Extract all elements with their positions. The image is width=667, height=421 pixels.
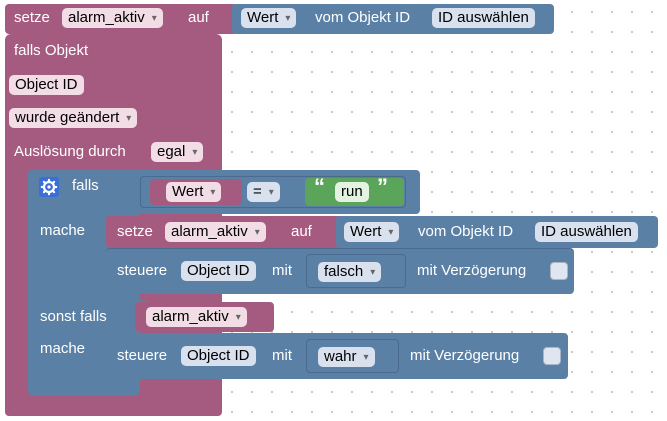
delay-label-2: mit Verzögerung bbox=[410, 347, 520, 364]
mit-label-2: mit bbox=[272, 347, 292, 364]
mache-label-1: mache bbox=[40, 222, 86, 239]
quote-open: “ bbox=[314, 174, 325, 199]
inner-setze-label: setze bbox=[117, 223, 153, 240]
bool-false-dropdown[interactable]: falsch bbox=[318, 262, 382, 282]
compare-field-dropdown[interactable]: Wert bbox=[166, 182, 222, 202]
trigger-block-bottom-bar bbox=[5, 400, 222, 416]
setze-label: setze bbox=[14, 9, 50, 26]
delay-label-1: mit Verzögerung bbox=[417, 262, 527, 279]
trigger-dropdown[interactable]: egal bbox=[151, 142, 204, 162]
elseif-condition-row bbox=[28, 300, 148, 330]
if-label: falls bbox=[72, 177, 99, 194]
mit-label-1: mit bbox=[272, 262, 292, 279]
delay-checkbox-1[interactable] bbox=[550, 262, 568, 280]
inner-auf-label: auf bbox=[291, 223, 312, 240]
inner-select-id-field[interactable]: ID auswählen bbox=[535, 222, 638, 242]
string-input[interactable]: run bbox=[335, 182, 369, 202]
steuere-label-1: steuere bbox=[117, 262, 168, 279]
trigger-label: Auslösung durch bbox=[14, 143, 126, 160]
control-object-id-1[interactable]: Object ID bbox=[181, 261, 256, 281]
bool-true-dropdown[interactable]: wahr bbox=[318, 347, 375, 367]
elseif-label: sonst falls bbox=[40, 308, 107, 325]
gear-icon[interactable] bbox=[39, 177, 59, 197]
falls-objekt-label: falls Objekt bbox=[14, 42, 89, 59]
control-object-id-2[interactable]: Object ID bbox=[181, 346, 256, 366]
variable-dropdown[interactable]: alarm_aktiv bbox=[62, 8, 163, 28]
auf-label: auf bbox=[188, 9, 209, 26]
mache-label-2: mache bbox=[40, 340, 86, 357]
quote-close: ” bbox=[377, 174, 388, 199]
steuere-label-2: steuere bbox=[117, 347, 168, 364]
value-field-dropdown[interactable]: Wert bbox=[241, 8, 297, 28]
operator-dropdown[interactable]: = bbox=[247, 182, 280, 202]
object-id-field[interactable]: Object ID bbox=[9, 75, 84, 95]
change-mode-dropdown[interactable]: wurde geändert bbox=[9, 108, 138, 128]
elseif-variable-dropdown[interactable]: alarm_aktiv bbox=[146, 307, 247, 327]
inner-from-object-label: vom Objekt ID bbox=[418, 223, 514, 240]
delay-checkbox-2[interactable] bbox=[543, 347, 561, 365]
inner-value-field-dropdown[interactable]: Wert bbox=[344, 222, 400, 242]
from-object-label: vom Objekt ID bbox=[315, 9, 411, 26]
select-id-field[interactable]: ID auswählen bbox=[432, 8, 535, 28]
inner-variable-dropdown[interactable]: alarm_aktiv bbox=[165, 222, 266, 242]
